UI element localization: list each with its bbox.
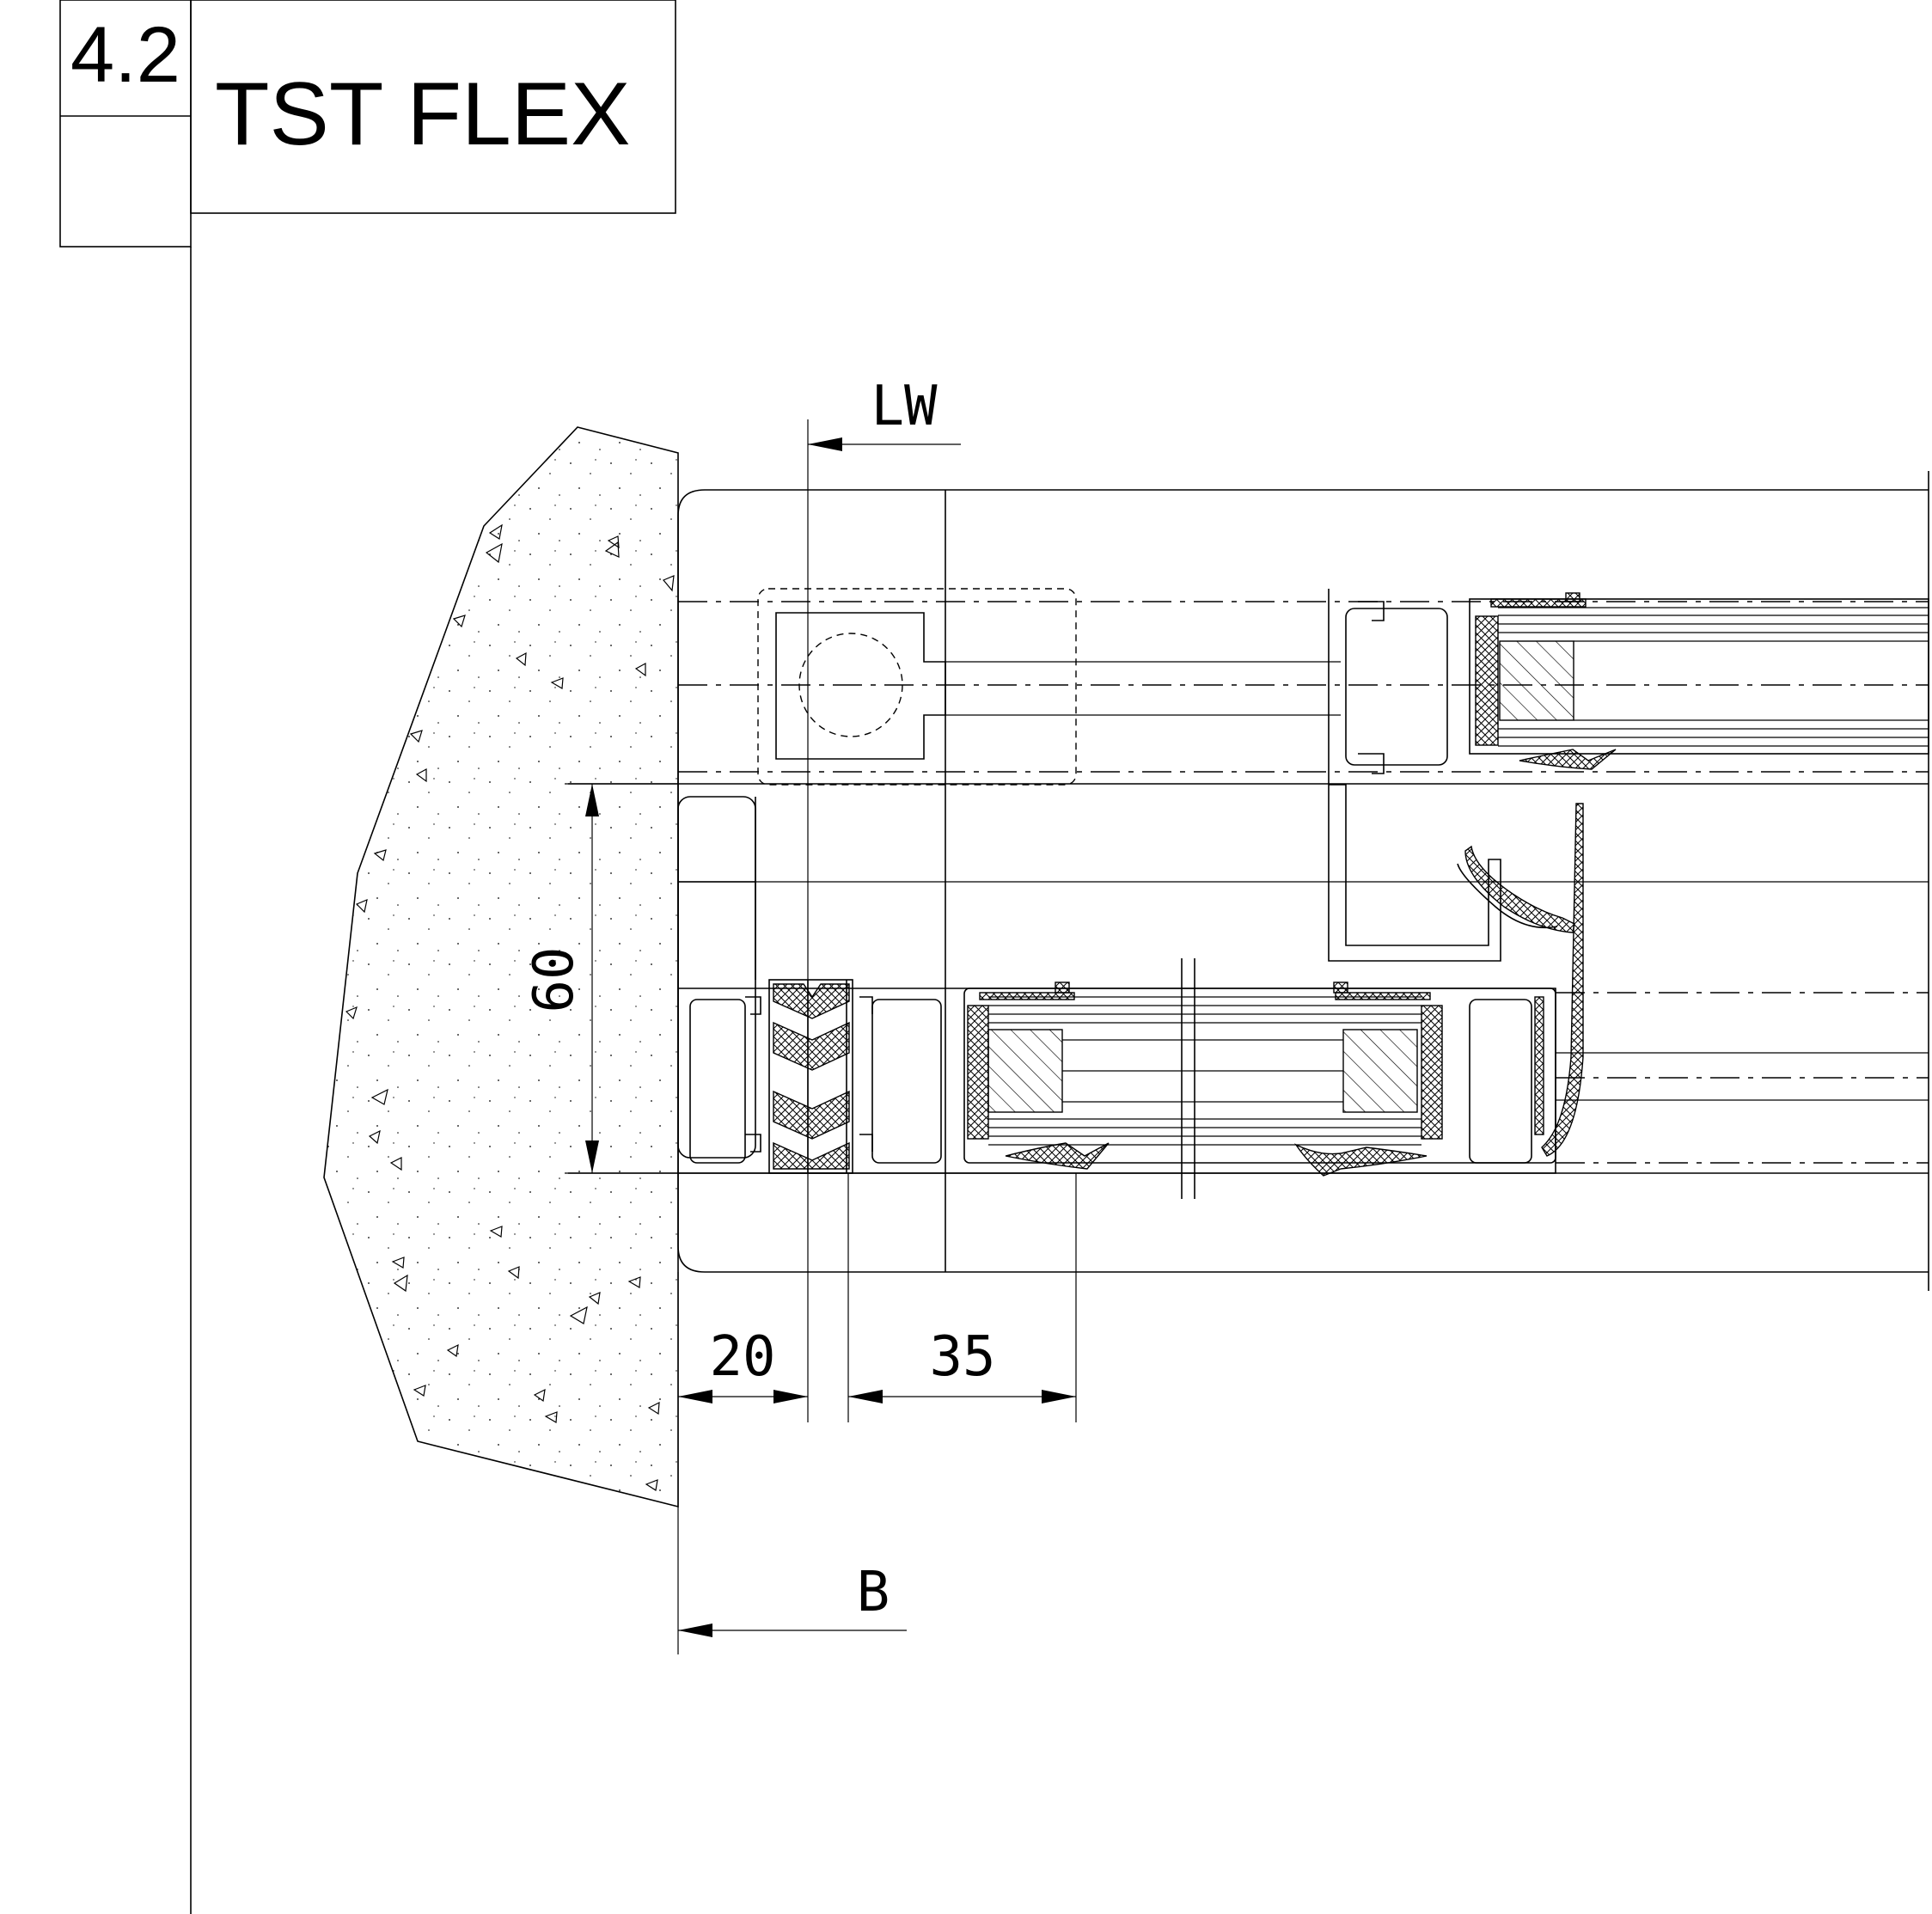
dimension-right: 35 [929, 1325, 995, 1389]
drawing-title: TST FLEX [215, 64, 631, 164]
section-number: 4.2 [70, 11, 180, 99]
upper-sash-profile [1328, 589, 1929, 1157]
height-arrow-top-icon [585, 784, 599, 816]
b-arrow-icon [678, 1624, 712, 1637]
left-arrow-start-icon [678, 1390, 712, 1403]
dimension-height: 60 [523, 946, 586, 1012]
height-arrow-bottom-icon [585, 1140, 599, 1173]
left-arrow-end-icon [773, 1390, 808, 1403]
outer-frame [568, 471, 1929, 1291]
dimension-lw: LW [871, 375, 938, 438]
dimension-left: 20 [709, 1325, 775, 1389]
lower-sash-profile [678, 958, 1929, 1199]
right-arrow-end-icon [1042, 1390, 1076, 1403]
right-arrow-start-icon [848, 1390, 883, 1403]
dimension-b: B [857, 1561, 890, 1624]
lw-arrow-icon [808, 437, 842, 451]
concrete-wall [323, 426, 679, 1508]
title-block: 4.2 TST FLEX [59, 0, 676, 1914]
dimensions: LW 60 20 35 B [523, 375, 1077, 1654]
upper-track-hardware [678, 588, 1929, 786]
